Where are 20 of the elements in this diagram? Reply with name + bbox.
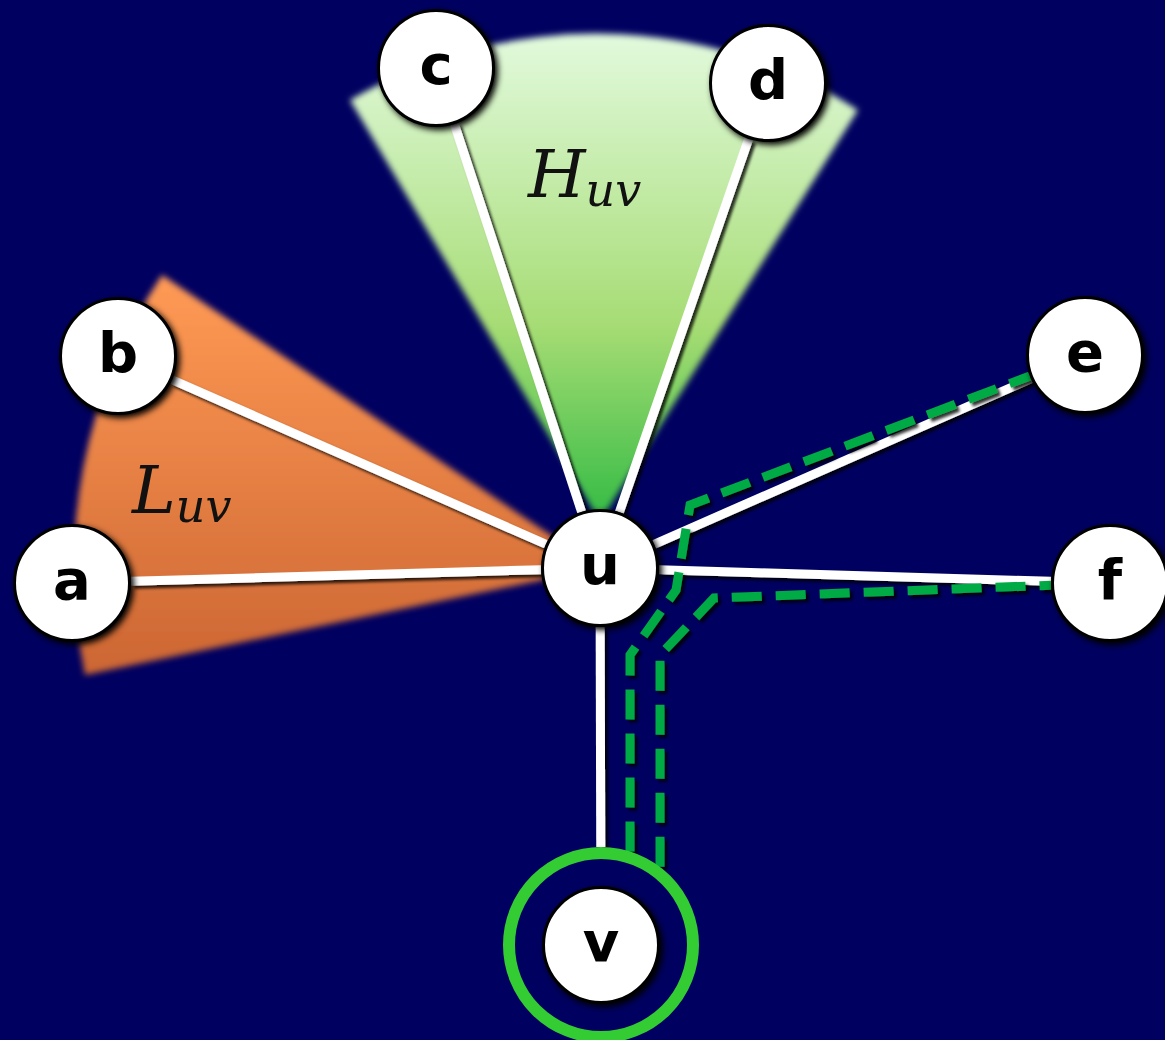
vertex-circle bbox=[1026, 296, 1144, 414]
vertex-circle bbox=[709, 24, 827, 142]
vertex-label: c bbox=[419, 37, 453, 93]
edge-line bbox=[595, 627, 606, 847]
vertex-label: a bbox=[53, 552, 91, 608]
edge-line bbox=[130, 565, 542, 586]
vertex-label: v bbox=[582, 914, 620, 970]
vertex-circle bbox=[59, 297, 177, 415]
vertex-label: b bbox=[97, 325, 139, 381]
sector-label: L$_{uv}$ bbox=[132, 458, 232, 530]
vertex-label: f bbox=[1097, 552, 1123, 608]
vertex-label: u bbox=[580, 537, 620, 593]
vertex-label: e bbox=[1066, 324, 1104, 380]
edge-line bbox=[450, 122, 586, 514]
edge-line bbox=[658, 565, 1052, 586]
dashed-path-line bbox=[655, 580, 1052, 867]
sector-label: H$_{uv}$ bbox=[528, 142, 642, 214]
edge-line bbox=[615, 137, 753, 514]
vertex-circle bbox=[541, 509, 659, 627]
vertex-label: d bbox=[747, 52, 789, 108]
